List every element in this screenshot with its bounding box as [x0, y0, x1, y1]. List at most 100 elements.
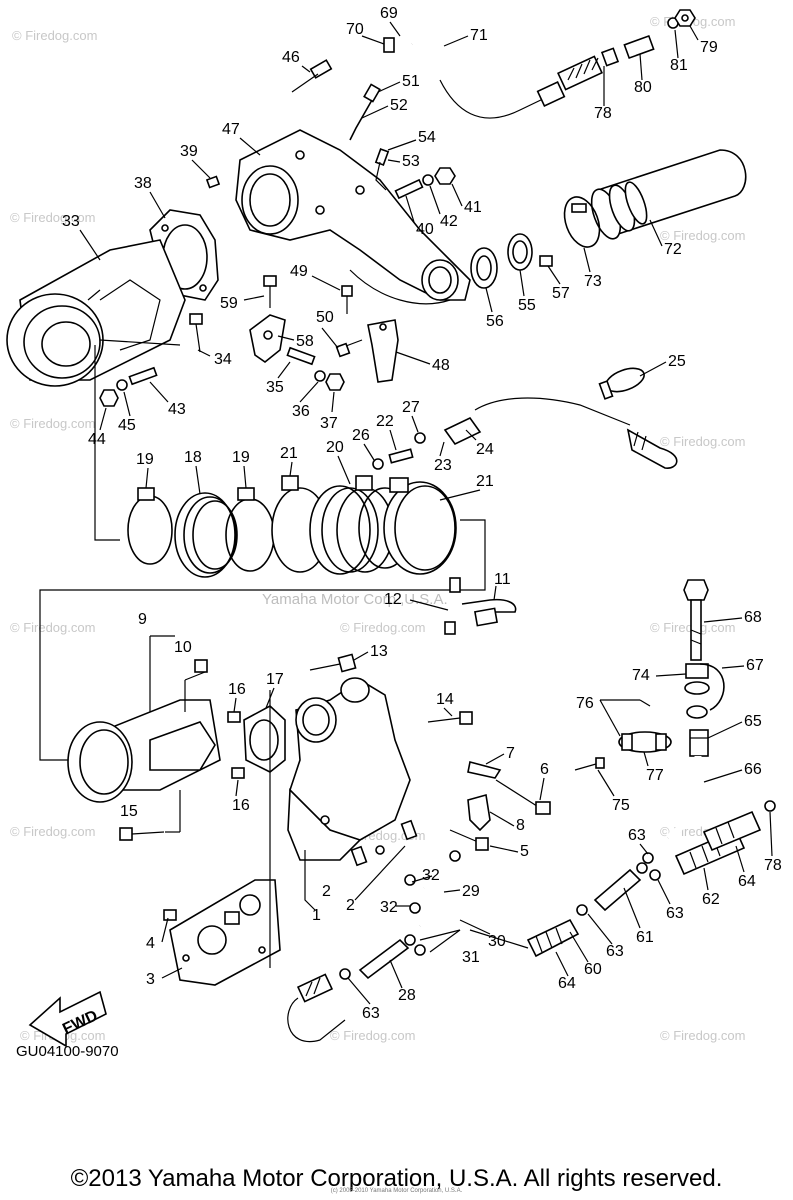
callout-71: 71	[470, 27, 488, 44]
callout-81: 81	[670, 57, 688, 74]
bolt-14	[427, 711, 473, 725]
hose-64b	[469, 918, 580, 958]
watermark: © Firedog.com	[10, 824, 95, 839]
washer-42	[422, 174, 434, 186]
clamp-63a	[642, 852, 654, 864]
callout-50: 50	[316, 309, 334, 326]
callout-77: 77	[646, 767, 664, 784]
callout-78b: 78	[764, 857, 782, 874]
callout-67: 67	[746, 657, 764, 674]
callout-18: 18	[184, 449, 202, 466]
callout-1: 1	[312, 907, 321, 924]
stud-40	[394, 178, 424, 200]
pin-4	[163, 909, 177, 921]
callout-38: 38	[134, 175, 152, 192]
clamp-32b	[409, 902, 421, 914]
callout-34: 34	[214, 351, 232, 368]
callout-2a: 2	[322, 883, 331, 900]
small-copyright: (c) 2005-2010 Yamaha Motor Corporation, …	[330, 1188, 463, 1194]
callout-19b: 19	[232, 449, 250, 466]
callout-8: 8	[516, 817, 525, 834]
callout-47: 47	[222, 121, 240, 138]
muffler-33	[6, 239, 186, 387]
bracket-48	[367, 319, 399, 383]
hose-66	[665, 756, 702, 841]
pin-39	[205, 175, 221, 189]
bolt-13	[309, 653, 357, 673]
watermark: © Firedog.com	[330, 1028, 415, 1043]
fwd-arrow-icon: FWD	[28, 990, 107, 1048]
callout-33: 33	[62, 213, 80, 230]
callout-37: 37	[320, 415, 338, 432]
watermark: © Firedog.com	[660, 228, 745, 243]
callout-63b: 63	[666, 905, 684, 922]
bolt-6	[495, 779, 551, 815]
callout-54: 54	[418, 129, 436, 146]
clamp-27	[414, 432, 426, 444]
callout-6: 6	[540, 761, 549, 778]
hose-64a	[702, 810, 762, 852]
clamp-73	[563, 196, 601, 248]
callout-66: 66	[744, 761, 762, 778]
callout-46: 46	[282, 49, 300, 66]
callout-4: 4	[146, 935, 155, 952]
callout-79: 79	[700, 39, 718, 56]
callout-13: 13	[370, 643, 388, 660]
callout-32b: 32	[380, 899, 398, 916]
callout-51: 51	[402, 73, 420, 90]
bolt-5	[449, 829, 489, 851]
callout-27: 27	[402, 399, 420, 416]
callout-60: 60	[584, 961, 602, 978]
stud-43	[128, 366, 158, 386]
callout-numbers: 69 70 71 46 51 52 79 81 80 78 47 54 53 3…	[62, 5, 782, 1022]
callout-52: 52	[390, 97, 408, 114]
watermark: © Firedog.com	[10, 416, 95, 431]
sensor-53	[374, 148, 390, 191]
callout-72: 72	[664, 241, 682, 258]
callout-16a: 16	[228, 681, 246, 698]
callout-64a: 64	[738, 873, 756, 890]
clamp-32c	[449, 850, 461, 862]
callout-12: 12	[384, 591, 402, 608]
callout-48: 48	[432, 357, 450, 374]
watermark: © Firedog.com	[10, 210, 95, 225]
callout-62: 62	[702, 891, 720, 908]
fitting-68	[683, 579, 709, 661]
callout-36: 36	[292, 403, 310, 420]
callout-22: 22	[376, 413, 394, 430]
water-lock-9	[67, 699, 221, 803]
diagram-code: GU04100-9070	[16, 1043, 119, 1060]
callout-29: 29	[462, 883, 480, 900]
dowel-2b	[400, 819, 418, 841]
callout-45: 45	[118, 417, 136, 434]
pin-16a	[227, 711, 241, 723]
watermark: © Firedog.com	[12, 28, 97, 43]
gasket-3	[169, 879, 281, 986]
clamp-70	[383, 37, 395, 53]
callout-49: 49	[290, 263, 308, 280]
callout-31: 31	[462, 949, 480, 966]
callout-35: 35	[266, 379, 284, 396]
callout-64b: 64	[558, 975, 576, 992]
callout-76: 76	[576, 695, 594, 712]
bolt-10	[194, 659, 208, 673]
clip-7	[467, 761, 502, 779]
callout-2b: 2	[346, 897, 355, 914]
callout-69: 69	[380, 5, 398, 22]
joint-28	[358, 934, 426, 980]
nut-44	[99, 389, 119, 407]
fitting-51	[363, 83, 381, 103]
callout-58: 58	[296, 333, 314, 350]
callout-30: 30	[488, 933, 506, 950]
callout-21b: 21	[476, 473, 494, 490]
callout-7: 7	[506, 745, 515, 762]
callout-41: 41	[464, 199, 482, 216]
callout-80: 80	[634, 79, 652, 96]
watermark: © Firedog.com	[10, 620, 95, 635]
callout-44: 44	[88, 431, 106, 448]
clip-8	[467, 793, 491, 832]
callout-5: 5	[520, 843, 529, 860]
bracket-58	[249, 314, 286, 363]
washer-45	[116, 379, 128, 391]
fitting-65	[689, 729, 709, 757]
